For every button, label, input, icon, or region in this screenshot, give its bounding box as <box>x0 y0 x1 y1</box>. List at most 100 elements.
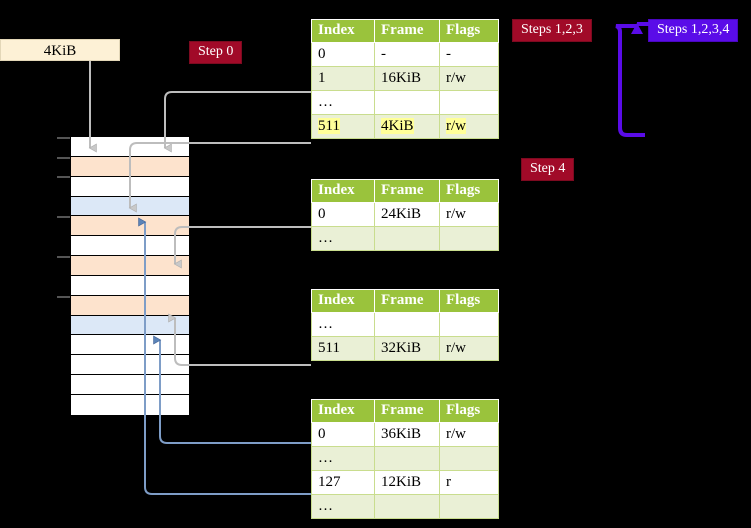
cell-index: … <box>311 90 375 115</box>
column-header-index: Index <box>311 289 375 313</box>
cell-flags <box>439 312 499 337</box>
memory-frame-0 <box>71 137 189 157</box>
cell-flags <box>439 446 499 471</box>
cell-index: … <box>311 226 375 251</box>
wire-t3-32kib <box>168 313 311 366</box>
cell-flags: r/w <box>439 422 499 447</box>
cell-flags <box>439 226 499 251</box>
column-header-frame: Frame <box>374 289 440 313</box>
cell-frame: 24KiB <box>374 202 440 227</box>
memory-tick-0 <box>57 137 70 139</box>
memory-frame-8 <box>71 295 189 316</box>
memory-frame-13 <box>71 394 189 415</box>
cell-index: 127 <box>311 470 375 495</box>
badge-step-4: Step 4 <box>521 158 575 181</box>
memory-frame-7 <box>71 275 189 296</box>
cell-index: … <box>311 446 375 471</box>
badge-steps-1-2-3: Steps 1,2,3 <box>512 19 592 42</box>
memory-tick-5 <box>57 296 70 298</box>
column-header-flags: Flags <box>439 19 499 43</box>
cell-frame: 12KiB <box>374 470 440 495</box>
column-header-index: Index <box>311 19 375 43</box>
cell-index: 511 <box>311 114 375 139</box>
column-header-flags: Flags <box>439 179 499 203</box>
cell-frame: 4KiB <box>374 114 440 139</box>
highlighted-value: r/w <box>446 117 466 134</box>
memory-tick-4 <box>57 256 70 258</box>
cell-frame: 16KiB <box>374 66 440 91</box>
cell-index: … <box>311 494 375 519</box>
cell-flags: r <box>439 470 499 495</box>
cell-flags: - <box>439 42 499 67</box>
column-header-frame: Frame <box>374 179 440 203</box>
memory-frame-4 <box>71 216 189 237</box>
column-header-frame: Frame <box>374 399 440 423</box>
memory-frame-6 <box>71 256 189 276</box>
table-row: 511 4KiB r/w <box>311 114 499 139</box>
table-row: … <box>311 494 499 519</box>
memory-tick-1 <box>57 157 70 159</box>
cell-flags: r/w <box>439 336 499 361</box>
cell-index: 0 <box>311 202 375 227</box>
cell-frame: - <box>374 42 440 67</box>
column-header-index: Index <box>311 179 375 203</box>
memory-frame-12 <box>71 375 189 395</box>
physical-memory-column <box>70 136 190 415</box>
cell-index: 1 <box>311 66 375 91</box>
cell-flags: r/w <box>439 202 499 227</box>
memory-frame-9 <box>71 315 189 336</box>
cell-flags <box>439 494 499 519</box>
memory-frame-5 <box>71 236 189 257</box>
table-row: … <box>311 90 499 115</box>
table-row: … <box>311 446 499 471</box>
highlighted-value: 511 <box>318 117 340 134</box>
memory-tick-2 <box>57 176 70 178</box>
memory-frame-11 <box>71 355 189 376</box>
cell-frame: 36KiB <box>374 422 440 447</box>
cell-frame <box>374 446 440 471</box>
wire-t2-24kib <box>173 226 311 269</box>
cell-index: 0 <box>311 42 375 67</box>
table-row: … <box>311 226 499 251</box>
highlighted-value: 4KiB <box>381 117 414 134</box>
column-header-index: Index <box>311 399 375 423</box>
cell-flags: r/w <box>439 114 499 139</box>
cell-frame <box>374 226 440 251</box>
cell-frame <box>374 90 440 115</box>
memory-frame-1 <box>71 156 189 177</box>
memory-frame-10 <box>71 335 189 356</box>
badge-step-0: Step 0 <box>189 41 243 64</box>
cell-index: 511 <box>311 336 375 361</box>
memory-tick-3 <box>57 216 70 218</box>
memory-frame-3 <box>71 196 189 217</box>
cell-index: 0 <box>311 422 375 447</box>
cell-frame: 32KiB <box>374 336 440 361</box>
cell-index: … <box>311 312 375 337</box>
cell-frame <box>374 494 440 519</box>
column-header-frame: Frame <box>374 19 440 43</box>
table-row: … <box>311 312 499 337</box>
cell-flags <box>439 90 499 115</box>
cell-frame <box>374 312 440 337</box>
column-header-flags: Flags <box>439 399 499 423</box>
badge-steps-1-2-3-4: Steps 1,2,3,4 <box>648 19 739 42</box>
frame-size-label: 4KiB <box>0 39 120 61</box>
column-header-flags: Flags <box>439 289 499 313</box>
cell-flags: r/w <box>439 66 499 91</box>
table-row: 0-- <box>311 42 499 67</box>
memory-frame-2 <box>71 176 189 197</box>
